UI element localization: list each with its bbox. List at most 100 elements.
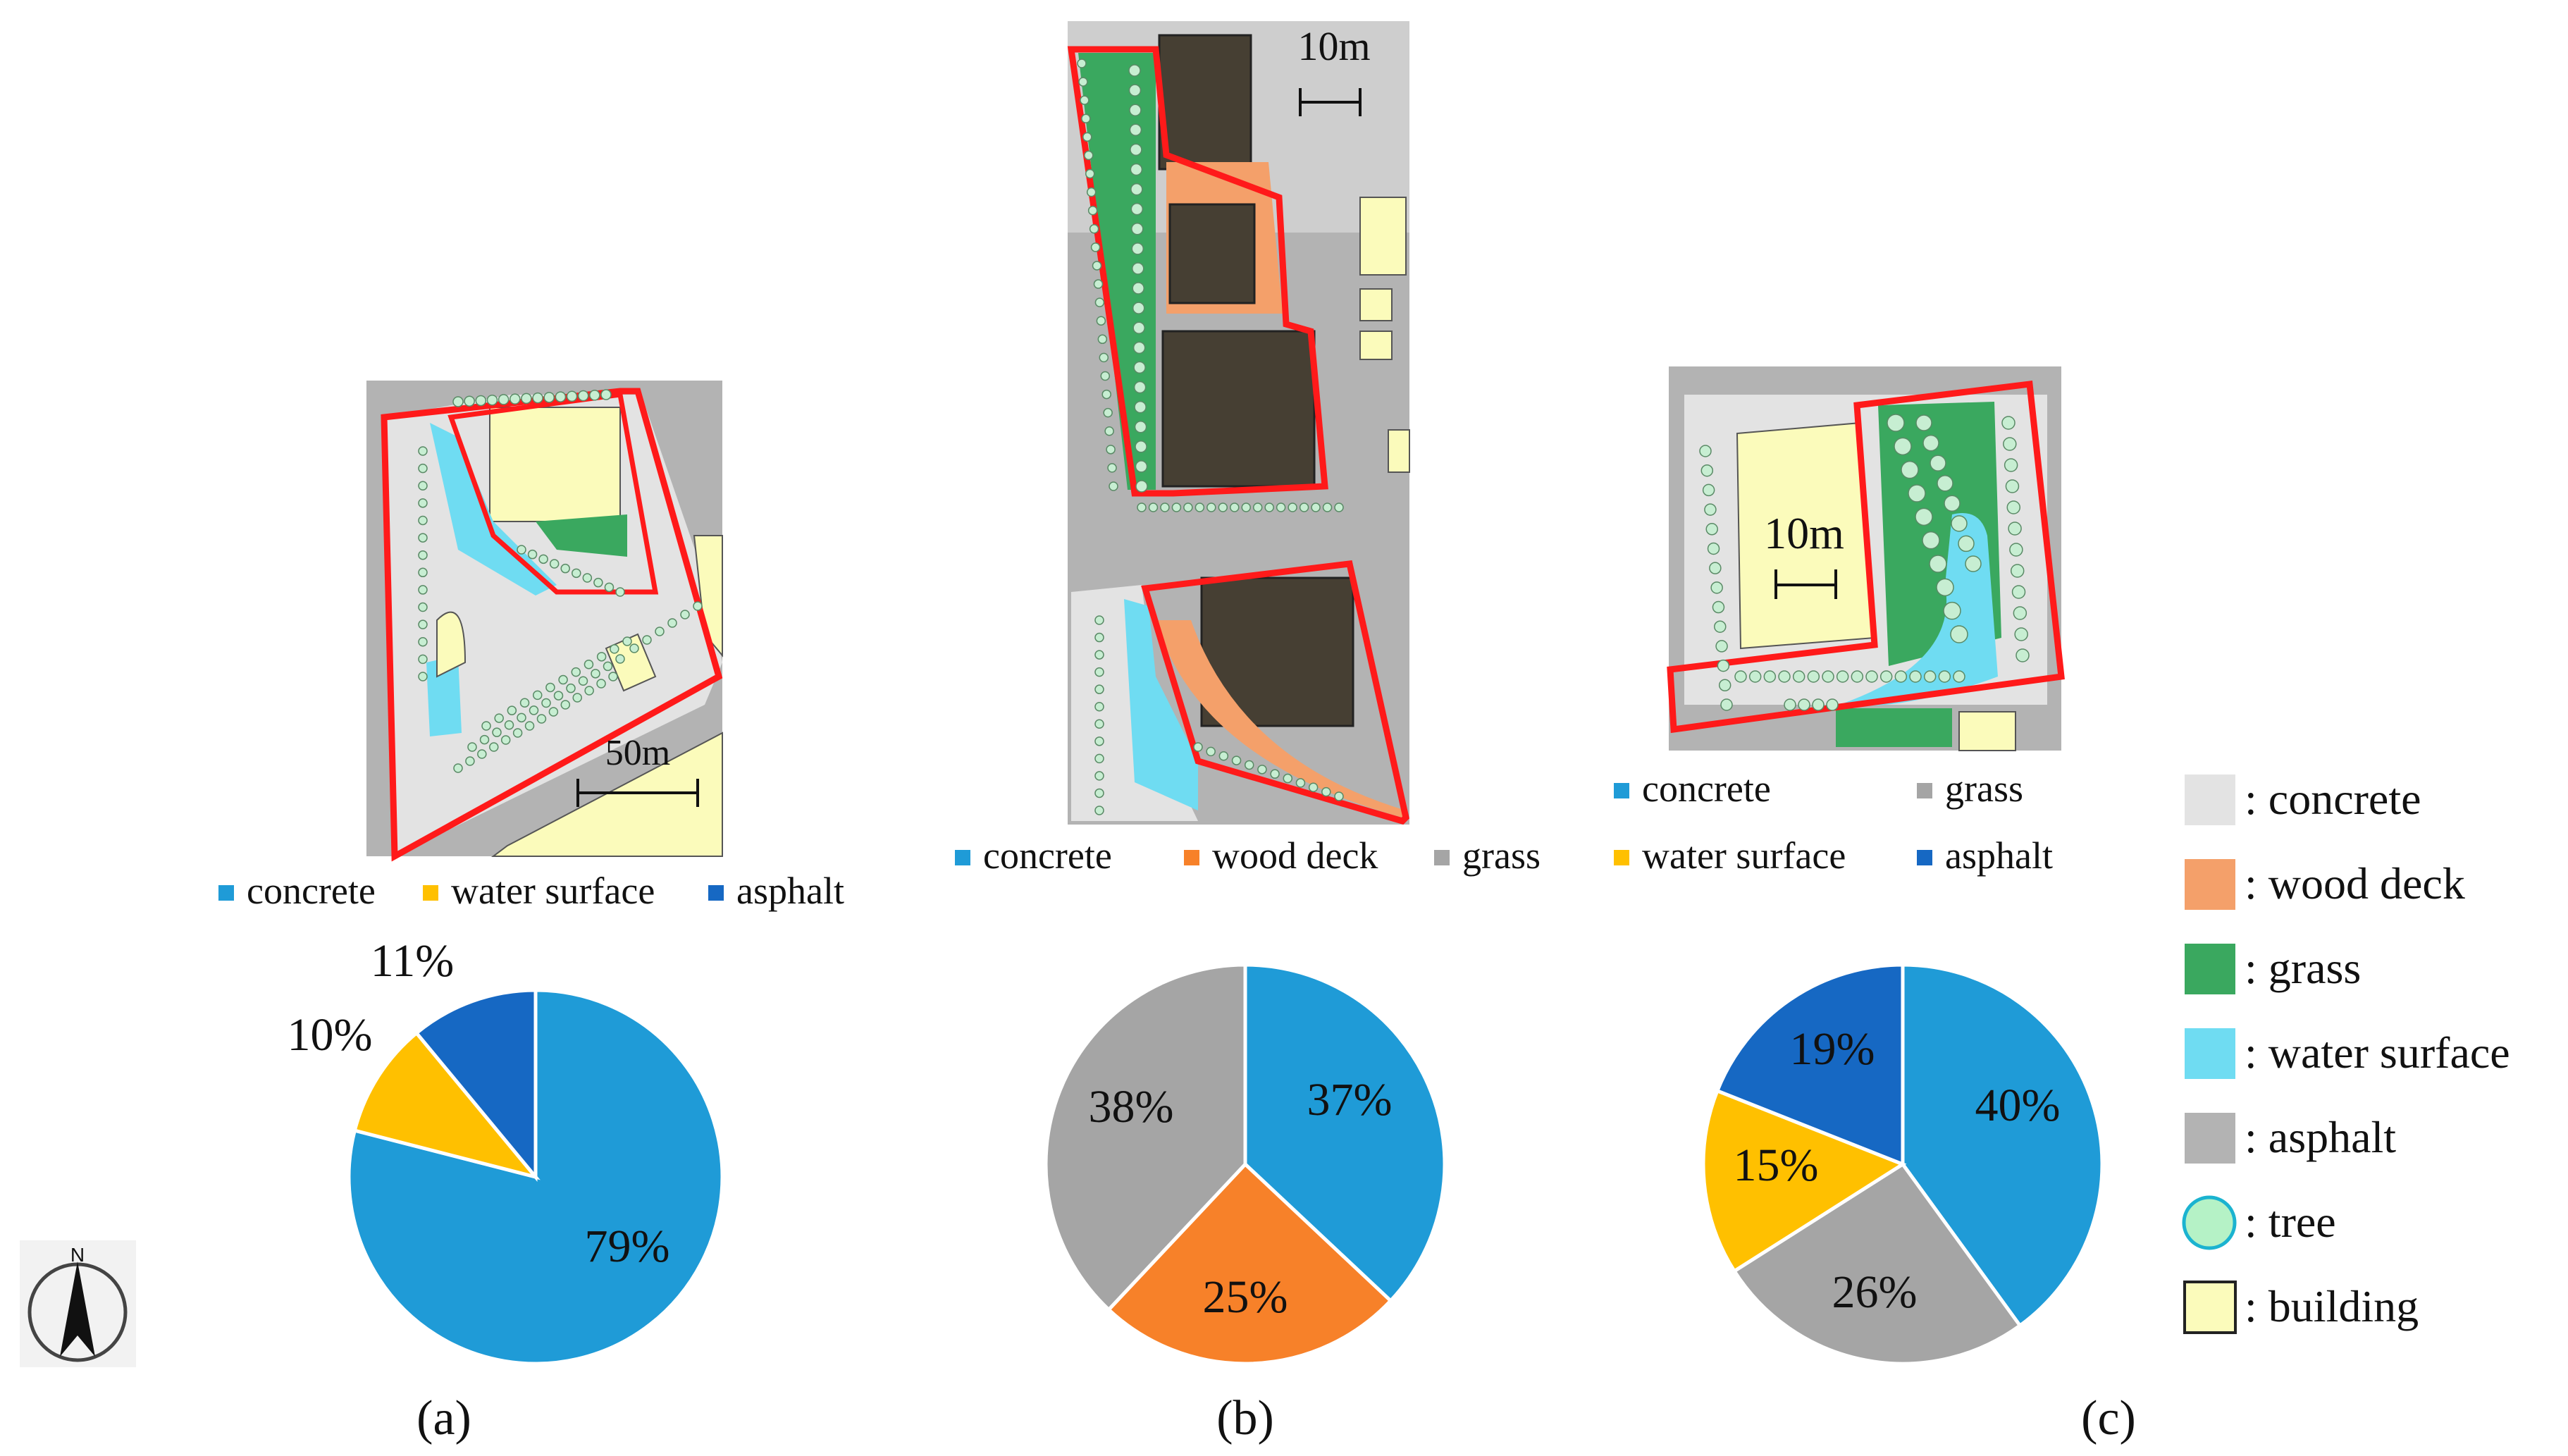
- panel-label-a: (a): [416, 1391, 471, 1445]
- map-a-building-east: [693, 535, 723, 658]
- tree-icon: [2015, 648, 2030, 662]
- tree-icon: [2006, 500, 2021, 514]
- tree-icon: [543, 392, 555, 403]
- tree-icon: [558, 674, 568, 685]
- legend-asphalt-swatch: [2185, 1113, 2235, 1164]
- tree-icon: [1322, 502, 1333, 512]
- tree-icon: [1090, 242, 1101, 252]
- tree-icon: [1748, 670, 1762, 683]
- tree-icon: [1096, 316, 1106, 326]
- tree-icon: [1230, 502, 1240, 512]
- tree-icon: [1100, 371, 1111, 381]
- legend-swatch-wood-deck: [1184, 850, 1199, 865]
- tree-icon: [1099, 352, 1109, 363]
- scale-label-c: 10m: [1764, 508, 1844, 558]
- tree-icon: [1084, 150, 1094, 161]
- tree-icon: [577, 390, 589, 402]
- tree-icon: [1264, 502, 1274, 512]
- legend-wood-deck-swatch: [2185, 859, 2235, 910]
- tree-icon: [2013, 606, 2027, 620]
- legend-label-concrete: concrete: [247, 870, 376, 912]
- tree-icon: [693, 601, 703, 611]
- tree-icon: [1334, 791, 1344, 801]
- tree-icon: [1922, 531, 1940, 550]
- tree-icon: [536, 714, 547, 724]
- tree-icon: [532, 392, 543, 404]
- tree-icon: [600, 389, 612, 400]
- tree-icon: [572, 568, 581, 579]
- pie-slice-concrete: [347, 988, 724, 1366]
- tree-icon: [418, 550, 428, 560]
- tree-icon: [1936, 578, 1954, 597]
- tree-icon: [1950, 625, 1968, 643]
- tree-icon: [504, 720, 514, 730]
- map-b-trees: [1077, 58, 1344, 815]
- tree-icon: [1094, 788, 1104, 798]
- panel-label-c: (c): [2081, 1391, 2136, 1445]
- legend-water-surface-label: : water surface: [2245, 1028, 2510, 1078]
- pie-chart-a: 79%10%11%: [288, 935, 724, 1366]
- tree-icon: [1129, 104, 1142, 116]
- tree-icon: [479, 734, 490, 745]
- tree-icon: [418, 481, 428, 491]
- legend-swatch-concrete: [955, 850, 970, 865]
- tree-icon: [1081, 113, 1091, 124]
- tree-icon: [1134, 420, 1147, 433]
- map-a-kiosk: [436, 611, 467, 678]
- tree-icon: [566, 683, 576, 693]
- tree-icon: [1206, 502, 1216, 512]
- tree-icon: [1705, 523, 1718, 536]
- tree-icon: [2001, 416, 2015, 430]
- tree-icon: [1257, 765, 1267, 775]
- tree-icon: [1826, 698, 1839, 711]
- legend-label-concrete: concrete: [983, 834, 1112, 877]
- tree-icon: [1094, 701, 1104, 712]
- pie-slice-asphalt: [414, 988, 538, 1182]
- panel-label-b: (b): [1216, 1391, 1274, 1445]
- legend-label-water-surface: water surface: [451, 870, 655, 912]
- north-arrow: N: [20, 1240, 136, 1367]
- tree-icon: [1734, 670, 1747, 683]
- tree-icon: [642, 635, 652, 645]
- tree-icon: [1132, 302, 1145, 314]
- pie-label-concrete: 40%: [1975, 1080, 2061, 1131]
- tree-icon: [1130, 183, 1143, 196]
- tree-icon: [475, 395, 487, 407]
- pie-label-water-surface: 10%: [288, 1009, 373, 1061]
- tree-icon: [2004, 458, 2018, 472]
- tree-icon: [1798, 698, 1810, 711]
- tree-icon: [1132, 262, 1144, 275]
- map-a-trees: [418, 389, 703, 773]
- tree-icon: [593, 577, 603, 588]
- tree-icon: [464, 395, 475, 407]
- tree-icon: [608, 672, 618, 681]
- map-c-trees: [1699, 414, 2030, 711]
- tree-icon: [1128, 64, 1141, 77]
- tree-icon: [418, 533, 428, 543]
- tree-icon: [1763, 670, 1777, 683]
- tree-icon: [1784, 698, 1796, 711]
- tree-icon: [498, 394, 510, 405]
- tree-icon: [1089, 224, 1099, 234]
- tree-icon: [1094, 297, 1105, 307]
- legend-swatch-grass: [1434, 850, 1450, 865]
- tree-icon: [418, 672, 428, 681]
- tree-icon: [527, 549, 538, 560]
- tree-icon: [418, 463, 428, 474]
- tree-icon: [1712, 600, 1725, 614]
- compass-needle-icon: [60, 1261, 95, 1357]
- tree-icon: [467, 742, 477, 752]
- tree-icon: [1707, 542, 1720, 555]
- tree-icon: [1807, 670, 1820, 683]
- tree-icon: [521, 393, 532, 405]
- map-b-building-2: [1168, 203, 1256, 304]
- tree-icon: [486, 394, 498, 406]
- tree-icon: [610, 644, 619, 654]
- tree-icon: [615, 587, 625, 597]
- tree-icon: [1715, 640, 1728, 653]
- tree-icon: [1822, 670, 1834, 683]
- legend-label-grass: grass: [1462, 834, 1541, 877]
- tree-icon: [1086, 187, 1097, 197]
- tree-icon: [1944, 495, 1961, 512]
